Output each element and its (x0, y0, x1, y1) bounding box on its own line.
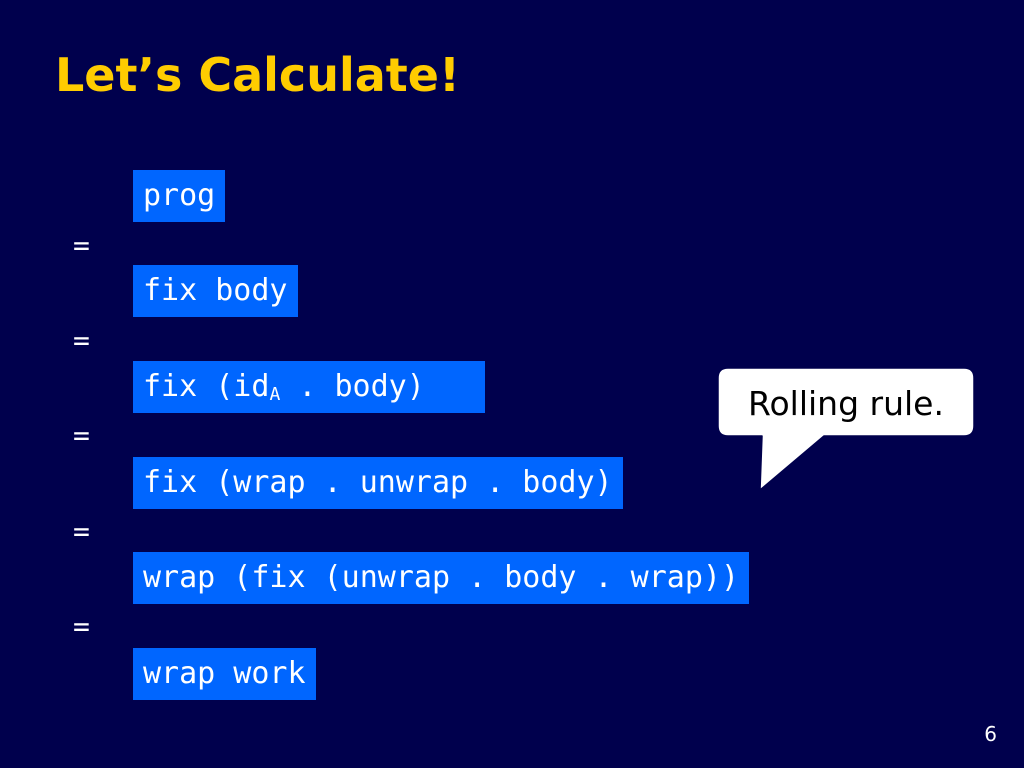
step-fix-id-body: fix (idA . body) (133, 361, 485, 413)
step-text: wrap (fix (unwrap . body . wrap)) (143, 560, 740, 595)
equals-sign: = (73, 324, 90, 357)
step-text: fix (wrap . unwrap . body) (143, 465, 613, 500)
step-text: wrap work (143, 656, 306, 691)
equals-sign: = (73, 610, 90, 643)
step-prog: prog (133, 170, 226, 222)
step-text: fix body (143, 273, 288, 308)
step-subscript: A (269, 384, 281, 405)
callout-shape (717, 367, 975, 491)
step-fix-body: fix body (133, 265, 298, 317)
callout-text: Rolling rule. (748, 384, 944, 423)
page-number: 6 (984, 722, 997, 746)
step-fix-wrap-unwrap-body: fix (wrap . unwrap . body) (133, 457, 623, 509)
equals-sign: = (73, 229, 90, 262)
step-text-post: . body) (280, 369, 425, 404)
step-text: prog (143, 178, 216, 213)
callout-bubble: Rolling rule. (716, 366, 976, 494)
step-text-pre: fix (id (143, 369, 270, 404)
equals-sign: = (73, 515, 90, 548)
equals-sign: = (73, 419, 90, 452)
step-wrap-fix-unwrap-body-wrap: wrap (fix (unwrap . body . wrap)) (133, 552, 750, 604)
slide-title: Let’s Calculate! (55, 48, 460, 102)
step-wrap-work: wrap work (133, 648, 316, 700)
